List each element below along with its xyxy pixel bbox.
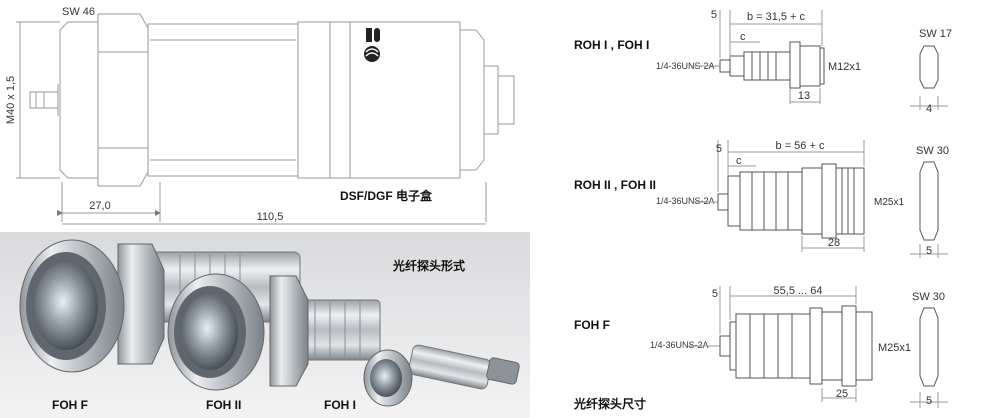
drawing-1-hex-side bbox=[919, 45, 939, 89]
drawing-roh-i: ROH I , FOH I 1/4-36UNS-2A M12x1 5 b = 3… bbox=[574, 9, 952, 115]
brand-logo-icon bbox=[364, 28, 380, 62]
front-body bbox=[59, 21, 99, 179]
threaded-tube bbox=[147, 23, 299, 177]
drawing-3-wrench: SW 30 bbox=[912, 291, 945, 303]
thread-label: M40 x 1,5 bbox=[5, 76, 17, 124]
drawing-roh-ii: ROH II , FOH II 1/4-36UNS-2A M25x1 5 b =… bbox=[574, 140, 949, 258]
electronics-box bbox=[297, 21, 461, 179]
drawing-2-dim-28: 28 bbox=[828, 237, 840, 249]
drawing-1-dim-c: c bbox=[740, 31, 746, 43]
front-dim-label: 27,0 bbox=[89, 200, 110, 212]
photo-label-foh-f: FOH F bbox=[52, 398, 88, 412]
photo-label-foh-ii: FOH II bbox=[206, 398, 241, 412]
rear-cap bbox=[459, 29, 485, 171]
drawing-1-connector bbox=[719, 59, 731, 73]
drawing-3-wrench-dim: 5 bbox=[926, 395, 932, 407]
drawing-1-nut-thread: M12x1 bbox=[828, 61, 861, 73]
total-dim-label: 110,5 bbox=[257, 211, 284, 223]
drawing-2-dim-5: 5 bbox=[716, 143, 722, 155]
wrench-label: SW 46 bbox=[62, 6, 95, 18]
main-sensor-drawing: M40 x 1,5 SW 46 bbox=[5, 6, 515, 225]
drawing-1-nut bbox=[789, 41, 801, 89]
drawing-1-wrench-dim: 4 bbox=[926, 103, 932, 115]
drawing-3-connector bbox=[719, 335, 731, 357]
drawing-1-model: ROH I , FOH I bbox=[574, 38, 649, 52]
drawing-3-thread: 1/4-36UNS-2A bbox=[650, 340, 709, 350]
drawing-2-hex-side bbox=[919, 161, 939, 241]
rear-connector bbox=[483, 65, 499, 135]
drawing-3-nut-thread: M25x1 bbox=[878, 342, 911, 354]
drawing-foh-f: FOH F 1/4-36UNS-2A M25x1 5 55,5 ... 64 2… bbox=[574, 285, 948, 408]
drawing-3-dim-25: 25 bbox=[836, 388, 848, 400]
drawing-2-nut bbox=[801, 167, 823, 235]
drawing-1-thread: 1/4-36UNS-2A bbox=[656, 61, 715, 71]
drawing-3-hex-side bbox=[919, 307, 939, 387]
drawing-2-thread: 1/4-36UNS-2A bbox=[656, 196, 715, 206]
drawing-2-nut-thread: M25x1 bbox=[874, 197, 904, 208]
drawing-2-dim-c: c bbox=[736, 155, 742, 167]
probe-foh-i-image bbox=[363, 344, 520, 407]
drawing-2-model: ROH II , FOH II bbox=[574, 178, 656, 192]
electronics-box-caption: DSF/DGF 电子盒 bbox=[340, 188, 433, 203]
drawing-1-dim-5: 5 bbox=[711, 9, 717, 21]
probe-photo: 光纤探头形式 FOH F FOH II FOH I bbox=[0, 232, 530, 418]
dimensions-caption: 光纤探头尺寸 bbox=[573, 396, 646, 411]
drawing-3-dim-b: 55,5 ... 64 bbox=[774, 285, 823, 297]
drawing-1-body bbox=[743, 51, 791, 81]
drawing-2-dim-b: b = 56 + c bbox=[776, 140, 825, 152]
drawing-2-connector bbox=[717, 193, 729, 211]
drawing-1-dim-b: b = 31,5 + c bbox=[747, 11, 806, 23]
photo-label-foh-i: FOH I bbox=[324, 398, 356, 412]
drawing-3-model: FOH F bbox=[574, 318, 610, 332]
photo-title: 光纤探头形式 bbox=[392, 258, 465, 273]
drawing-2-wrench-dim: 5 bbox=[926, 245, 932, 257]
drawing-2-wrench: SW 30 bbox=[916, 145, 949, 157]
drawing-3-nut bbox=[809, 307, 823, 385]
drawing-1-wrench: SW 17 bbox=[919, 28, 952, 40]
hex-nut bbox=[97, 13, 149, 187]
probe-foh-ii-image bbox=[167, 273, 381, 391]
drawing-2-body bbox=[739, 171, 803, 231]
drawing-3-dim-5: 5 bbox=[712, 288, 718, 300]
drawing-3-body bbox=[735, 313, 811, 379]
drawing-1-dim-13: 13 bbox=[798, 90, 810, 102]
